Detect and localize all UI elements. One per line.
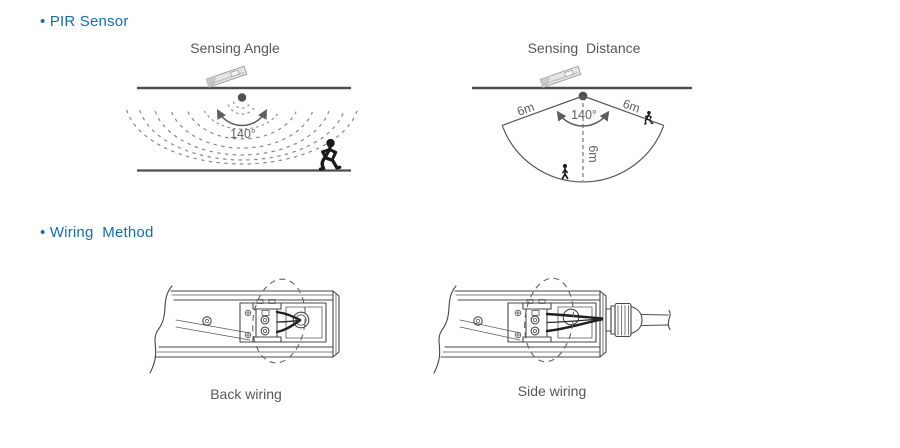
center-distance-label: 6m <box>586 145 600 162</box>
angle-value-label: 140° <box>230 127 256 141</box>
cable <box>641 309 671 331</box>
right-radius-label: 6m <box>621 97 642 116</box>
angle-arrow-arc <box>556 110 610 127</box>
wires <box>275 310 302 334</box>
left-radius-label: 6m <box>515 100 536 119</box>
fixture-body <box>149 285 340 374</box>
sensor-fixture-icon <box>539 65 582 88</box>
cable-gland <box>605 302 643 338</box>
wires <box>545 312 604 333</box>
sensing-distance-title: Sensing Distance <box>527 40 641 56</box>
running-person-icon <box>318 137 342 171</box>
fixture-body <box>433 285 607 374</box>
side-wiring-diagram <box>433 277 671 374</box>
sensor-dot <box>237 93 247 102</box>
back-wiring-caption: Back wiring <box>210 386 282 402</box>
sensing-angle-diagram: 140° <box>126 65 358 172</box>
detection-arcs <box>126 101 358 165</box>
fixture-screws <box>473 309 522 339</box>
back-wiring-diagram <box>149 278 340 374</box>
running-person-icon-small <box>643 110 654 125</box>
wiring-method-heading: • Wiring Method <box>40 224 154 241</box>
pir-sensor-heading: • PIR Sensor <box>40 13 129 30</box>
fixture-screws <box>202 309 252 339</box>
terminal-block <box>252 299 282 343</box>
back-entry-hole <box>292 311 310 329</box>
sensing-angle-title: Sensing Angle <box>190 40 280 56</box>
side-wiring-caption: Side wiring <box>517 383 587 399</box>
sensing-distance-diagram: 140° 6m 6m 6m <box>472 65 692 183</box>
highlight-ellipse <box>252 278 306 364</box>
angle-value-label: 140° <box>571 108 597 122</box>
walking-person-icon <box>561 163 569 180</box>
highlight-ellipse <box>524 277 574 363</box>
angle-arrow-arc <box>216 109 268 127</box>
sensor-fixture-icon <box>205 65 248 88</box>
